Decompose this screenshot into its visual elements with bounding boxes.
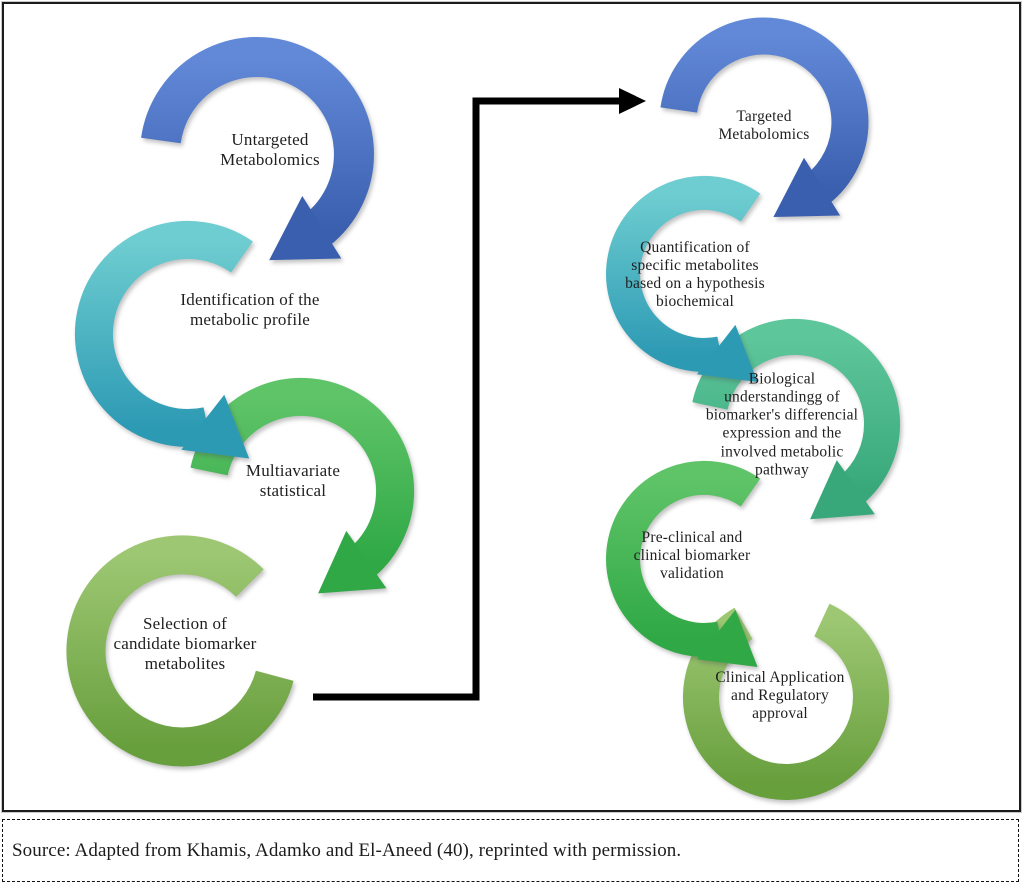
step-label-multivariate-statistical: Multiavariate statistical — [245, 461, 341, 500]
step-label-selection-candidate-biomarker: Selection of candidate biomarker metabol… — [113, 614, 257, 673]
step-label-targeted-metabolomics: Targeted Metabolomics — [718, 107, 810, 143]
source-note-box: Source: Adapted from Khamis, Adamko and … — [2, 819, 1019, 882]
step-label-preclinical-clinical-validation: Pre-clinical and clinical biomarker vali… — [633, 528, 751, 583]
step-label-quantification-specific-metabolites: Quantification of specific metabolites b… — [625, 238, 765, 311]
connector-arrowhead-icon — [619, 88, 646, 114]
diagram-border: Untargeted Metabolomics Identification o… — [1, 1, 1022, 813]
step-label-untargeted-metabolomics: Untargeted Metabolomics — [220, 130, 320, 169]
step-label-clinical-application-approval: Clinical Application and Regulatory appr… — [715, 668, 845, 723]
step-label-identification-metabolic-profile: Identification of the metabolic profile — [180, 290, 320, 329]
source-note: Source: Adapted from Khamis, Adamko and … — [12, 839, 682, 861]
step-label-biological-understanding: Biological understandingg of biomarker's… — [705, 370, 859, 479]
